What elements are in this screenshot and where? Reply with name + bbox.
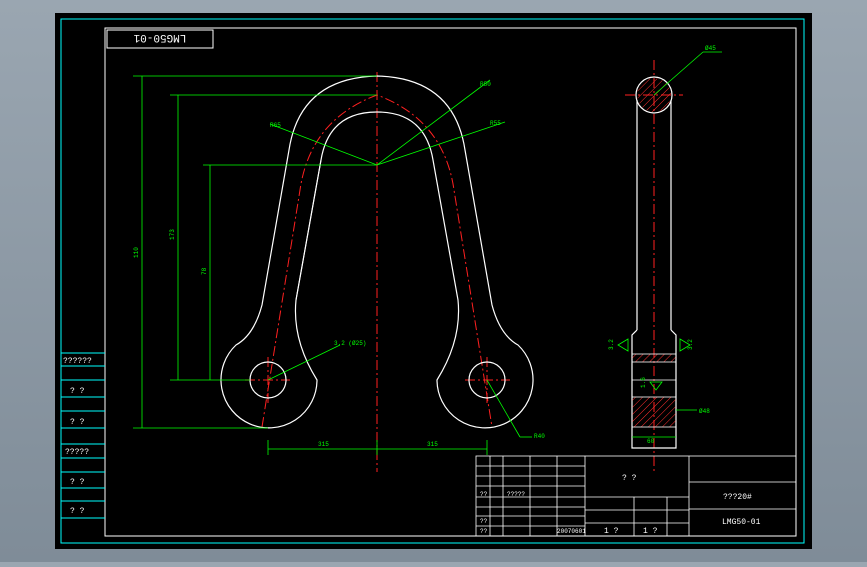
shackle-outline <box>220 75 534 429</box>
dim-r-top-inner: R50 <box>480 81 491 88</box>
dim-section-mark-right: 3.2 <box>687 339 694 350</box>
drawing-code: LMG50-01 <box>722 518 761 527</box>
dim-section-mark-2: 1.6 <box>640 377 647 388</box>
dim-spacing-left: 315 <box>318 441 329 448</box>
dim-r-top-mid: R55 <box>490 120 501 127</box>
main-view: 110 173 78 315 315 R65 R50 R55 3.2 (Ø25)… <box>133 72 545 472</box>
inner-border <box>104 27 797 537</box>
dim-note-rough: 3.2 (Ø25) <box>334 340 366 347</box>
side-label-table <box>61 352 105 519</box>
dim-width: 60 <box>647 438 655 445</box>
material-text: ???20# <box>723 493 752 502</box>
part-name: ? ? <box>622 474 637 483</box>
dim-spacing-right: 315 <box>427 441 438 448</box>
dim-hole-radius: R40 <box>534 433 545 440</box>
rotated-code-box: LMG50-01 <box>106 29 214 49</box>
title-block <box>475 455 797 537</box>
side-label-3: ????? <box>65 448 89 457</box>
dim-side-dia: Ø45 <box>705 45 716 52</box>
row-label-0: ?? <box>480 491 488 498</box>
dim-overall-height: 110 <box>133 247 140 258</box>
sheet-of-text: 1 ? <box>643 527 658 536</box>
side-label-0: ?????? <box>63 357 92 366</box>
side-label-1: ? ? <box>70 387 85 396</box>
dim-lower-height: 78 <box>201 267 208 275</box>
row-label-3: ?? <box>480 528 488 535</box>
dim-section-mark: 3.2 <box>608 339 615 350</box>
date-text: 20070601 <box>557 528 586 535</box>
right-hole <box>468 361 506 399</box>
side-view: Ø45 Ø48 60 3.2 3.2 1.6 <box>608 45 722 472</box>
row-label-1: ?? <box>480 518 488 525</box>
side-label-2: ? ? <box>70 418 85 427</box>
row-label-2: ????? <box>507 491 525 498</box>
dim-inner-height: 173 <box>169 229 176 240</box>
sheet-text: 1 ? <box>604 527 619 536</box>
side-label-5: ? ? <box>70 507 85 516</box>
dim-side-bottom: Ø48 <box>699 408 710 415</box>
drawing-sheet <box>55 13 812 549</box>
dim-r-top-outer: R65 <box>270 122 281 129</box>
outer-border <box>60 18 805 544</box>
side-label-4: ? ? <box>70 478 85 487</box>
rotated-code-text: LMG50-01 <box>133 31 186 43</box>
